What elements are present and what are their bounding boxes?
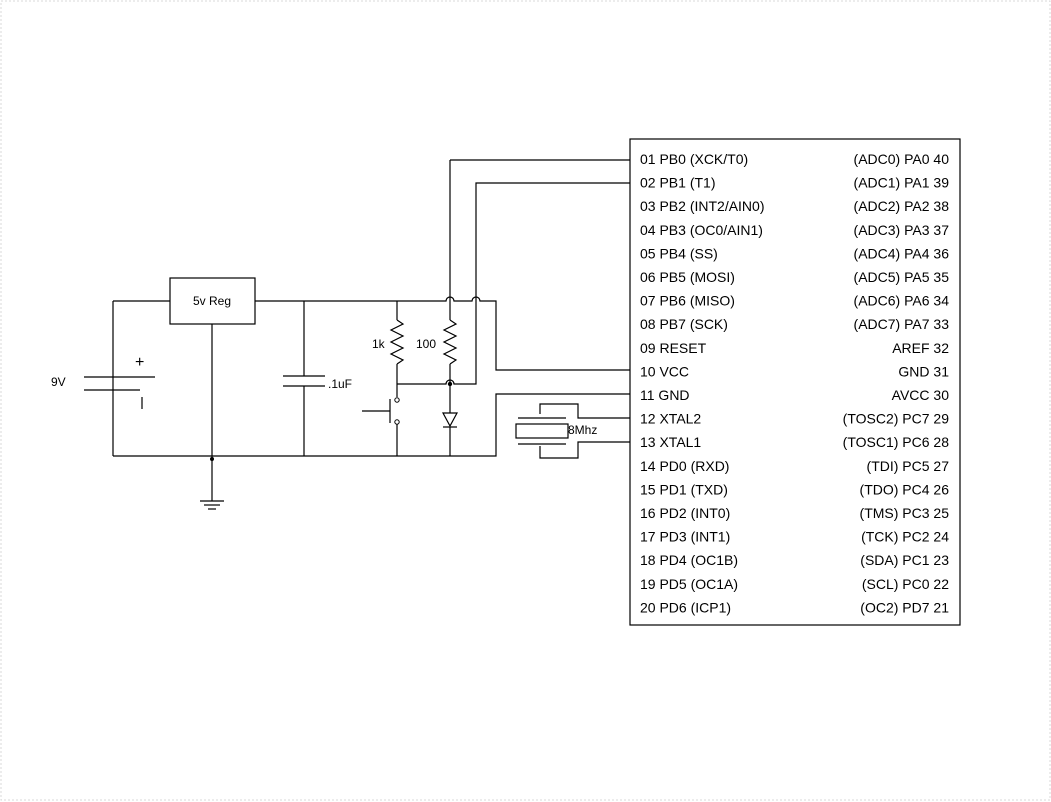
chip-right-pin-label: (TDI) PC5 27 (867, 458, 950, 474)
chip-left-pin-label: 12 XTAL2 (640, 411, 701, 427)
chip-left-pin-labels: 01 PB0 (XCK/T0) 02 PB1 (T1) 03 PB2 (INT2/A… (640, 151, 765, 615)
diode-icon (441, 412, 459, 456)
junction-dot (447, 381, 453, 387)
chip-left-pin-label: 06 PB5 (MOSI) (640, 269, 735, 285)
chip-left-pin-label: 07 PB6 (MISO) (640, 293, 735, 309)
chip-left-pin-label: 11 GND (640, 387, 690, 403)
chip-left-pin-label: 15 PD1 (TXD) (640, 481, 728, 497)
chip-left-pin-label: 13 XTAL1 (640, 434, 701, 450)
chip-left-pin-label: 16 PD2 (INT0) (640, 505, 730, 521)
crystal-label: 8Mhz (568, 423, 597, 437)
chip-outline (629, 138, 961, 626)
chip-left-pin-label: 05 PB4 (SS) (640, 245, 718, 261)
chip-right-pin-label: GND 31 (898, 363, 949, 379)
chip-left-pin-label: 03 PB2 (INT2/AIN0) (640, 198, 765, 214)
chip-right-pin-label: (ADC0) PA0 40 (854, 151, 950, 167)
chip-right-pin-label: (ADC5) PA5 35 (854, 269, 950, 285)
resistor-1k-label: 1k (372, 337, 386, 351)
chip-right-pin-label: (TOSC1) PC6 28 (843, 434, 950, 450)
crystal-8mhz: 8Mhz (515, 403, 630, 459)
chip-left-pin-label: 08 PB7 (SCK) (640, 316, 728, 332)
chip-right-pin-label: (SCL) PC0 22 (862, 576, 949, 592)
chip-right-pin-labels: (ADC0) PA0 40 (ADC1) PA1 39 (ADC2) PA2 38 (… (843, 151, 950, 615)
chip-left-pin-label: 18 PD4 (OC1B) (640, 552, 738, 568)
chip-left-pin-label: 10 VCC (640, 363, 689, 379)
chip-right-pin-label: (TDO) PC4 26 (860, 481, 950, 497)
chip-right-pin-label: AVCC 30 (892, 387, 950, 403)
chip-left-pin-label: 20 PD6 (ICP1) (640, 599, 731, 615)
resistor-100-label: 100 (416, 337, 436, 351)
chip-right-pin-label: (TMS) PC3 25 (860, 505, 950, 521)
pb1-wire (397, 182, 630, 385)
battery-label: 9V (51, 375, 66, 389)
resistor-1k: 1k (372, 301, 405, 397)
atmega-chip: 01 PB0 (XCK/T0) 02 PB1 (T1) 03 PB2 (INT2/A… (629, 138, 961, 626)
battery-9v: 9V + (51, 300, 170, 456)
chip-left-pin-label: 14 PD0 (RXD) (640, 458, 729, 474)
chip-right-pin-label: (ADC6) PA6 34 (854, 293, 950, 309)
gnd-rail (113, 393, 630, 457)
chip-left-pin-label: 19 PD5 (OC1A) (640, 576, 738, 592)
chip-right-pin-label: (ADC1) PA1 39 (854, 175, 950, 191)
resistor-100: 100 (416, 160, 458, 413)
chip-right-pin-label: (TCK) PC2 24 (861, 529, 949, 545)
chip-left-pin-label: 01 PB0 (XCK/T0) (640, 151, 748, 167)
chip-right-pin-label: (TOSC2) PC7 29 (843, 411, 950, 427)
chip-left-pin-label: 09 RESET (640, 340, 707, 356)
voltage-regulator: 5v Reg (169, 277, 256, 501)
chip-right-pin-label: (OC2) PD7 21 (860, 599, 949, 615)
capacitor-label: .1uF (328, 377, 352, 391)
chip-right-pin-label: (ADC3) PA3 37 (854, 222, 950, 238)
chip-right-pin-label: AREF 32 (892, 340, 949, 356)
chip-right-pin-label: (ADC7) PA7 33 (854, 316, 950, 332)
chip-left-pin-label: 04 PB3 (OC0/AIN1) (640, 222, 763, 238)
regulator-label: 5v Reg (193, 294, 231, 308)
chip-right-pin-label: (ADC2) PA2 38 (854, 198, 950, 214)
chip-right-pin-label: (SDA) PC1 23 (860, 552, 949, 568)
capacitor: .1uF (283, 301, 352, 456)
chip-left-pin-label: 17 PD3 (INT1) (640, 529, 730, 545)
vcc-rail (255, 296, 630, 371)
battery-plus-sign: + (135, 354, 144, 371)
chip-left-pin-label: 02 PB1 (T1) (640, 175, 715, 191)
reset-button (362, 397, 400, 456)
chip-right-pin-label: (ADC4) PA4 36 (854, 245, 950, 261)
ground-symbol-icon (200, 457, 224, 510)
